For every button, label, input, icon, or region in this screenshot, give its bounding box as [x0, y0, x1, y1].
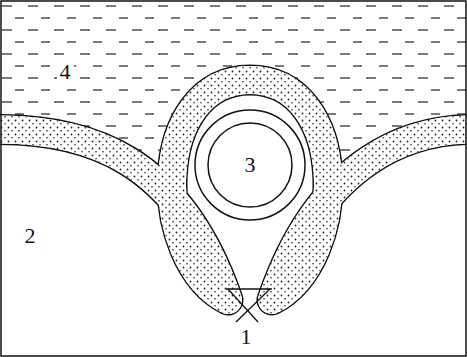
- callout-number: 1: [238, 325, 255, 349]
- callout-number: 3: [245, 154, 256, 176]
- inner-membrane: [208, 123, 292, 207]
- outer-membrane: [195, 110, 305, 220]
- callout-number: 2: [22, 224, 39, 248]
- callout-number: 4: [57, 60, 74, 84]
- water-region: [0, 0, 467, 300]
- epithelium-band: [0, 80, 467, 300]
- leader-lines: [226, 289, 272, 322]
- cell-circle: 3: [193, 108, 307, 222]
